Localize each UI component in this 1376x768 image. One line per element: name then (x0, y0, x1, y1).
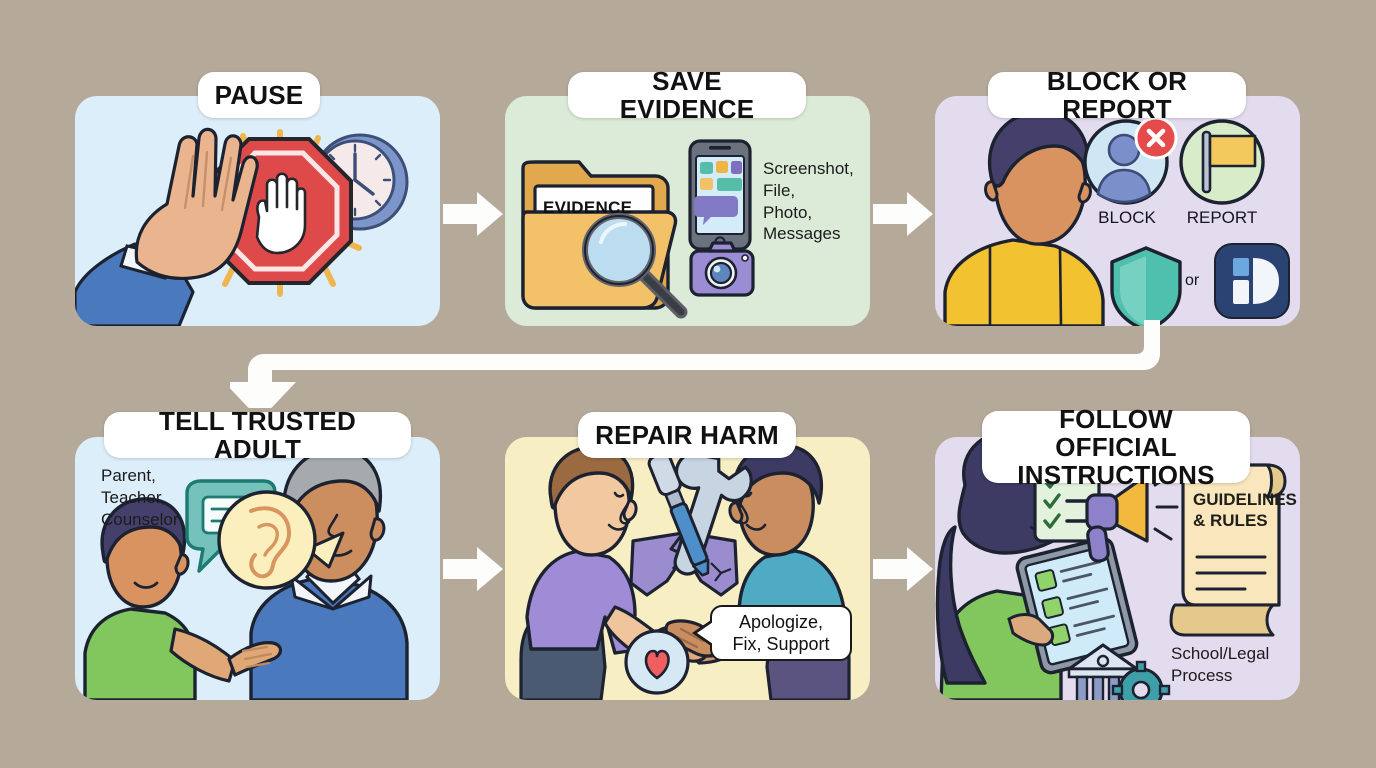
report-icon-caption: REPORT (1186, 208, 1258, 227)
step-panel-pause[interactable] (75, 96, 440, 326)
guidelines-scroll-text: GUIDELINES & RULES (1193, 490, 1297, 531)
step-title-tell-trusted-adult[interactable]: TELL TRUSTED ADULT (104, 407, 411, 463)
step-title-follow-official-instructions[interactable]: FOLLOW OFFICIAL INSTRUCTIONS (982, 405, 1250, 489)
arrow-pause-to-save-evidence (443, 190, 505, 238)
arrow-save-evidence-to-block-or-report (873, 190, 935, 238)
tell-trusted-adult-scene-illustration (83, 447, 409, 700)
step-title-pause[interactable]: PAUSE (198, 72, 320, 118)
repair-callout-tail (697, 622, 713, 644)
step-panel-repair-harm[interactable]: Apologize, Fix, Support (505, 437, 870, 700)
arrow-block-or-report-to-tell-trusted-adult (230, 320, 1180, 408)
or-connector-label: or (1185, 272, 1200, 289)
save-evidence-item-list: Screenshot, File, Photo, Messages (763, 159, 854, 244)
step-title-follow-official-line-2: INSTRUCTIONS (1017, 460, 1215, 491)
step-title-repair-harm-text: REPAIR HARM (595, 419, 779, 450)
repair-harm-scene-illustration (519, 443, 851, 700)
step-title-save-evidence[interactable]: SAVE EVIDENCE (568, 67, 806, 123)
school-legal-process-label: School/Legal Process (1171, 644, 1270, 685)
step-panel-block-or-report[interactable]: BLOCK REPORT or (935, 96, 1300, 326)
step-title-block-or-report-text: BLOCK OR REPORT (1046, 65, 1188, 124)
arrow-tell-trusted-adult-to-repair-harm (443, 545, 505, 593)
step-title-pause-text: PAUSE (214, 79, 304, 110)
step-title-block-or-report[interactable]: BLOCK OR REPORT (988, 67, 1246, 123)
step-panel-save-evidence[interactable]: EVIDENCE Screenshot, File, Photo, Messag… (505, 96, 870, 326)
step-panel-tell-trusted-adult[interactable]: Parent, Teacher, Counselor (75, 437, 440, 700)
step-title-save-evidence-text: SAVE EVIDENCE (619, 65, 755, 124)
arrow-repair-harm-to-follow-official-instructions (873, 545, 935, 593)
pause-scene-illustration (75, 127, 409, 326)
step-title-repair-harm[interactable]: REPAIR HARM (578, 412, 796, 458)
save-evidence-scene-illustration (521, 139, 755, 319)
block-icon-caption: BLOCK (1098, 208, 1156, 227)
follow-official-instructions-scene-illustration (935, 437, 1287, 700)
step-title-tell-trusted-adult-text: TELL TRUSTED ADULT (159, 405, 356, 464)
block-or-report-scene-illustration (943, 110, 1290, 326)
step-title-follow-official-line-1: FOLLOW OFFICIAL (1055, 403, 1177, 462)
evidence-folder-label: EVIDENCE (543, 198, 633, 217)
repair-harm-callout: Apologize, Fix, Support (710, 605, 852, 661)
trusted-adult-role-list: Parent, Teacher, Counselor (101, 466, 179, 529)
